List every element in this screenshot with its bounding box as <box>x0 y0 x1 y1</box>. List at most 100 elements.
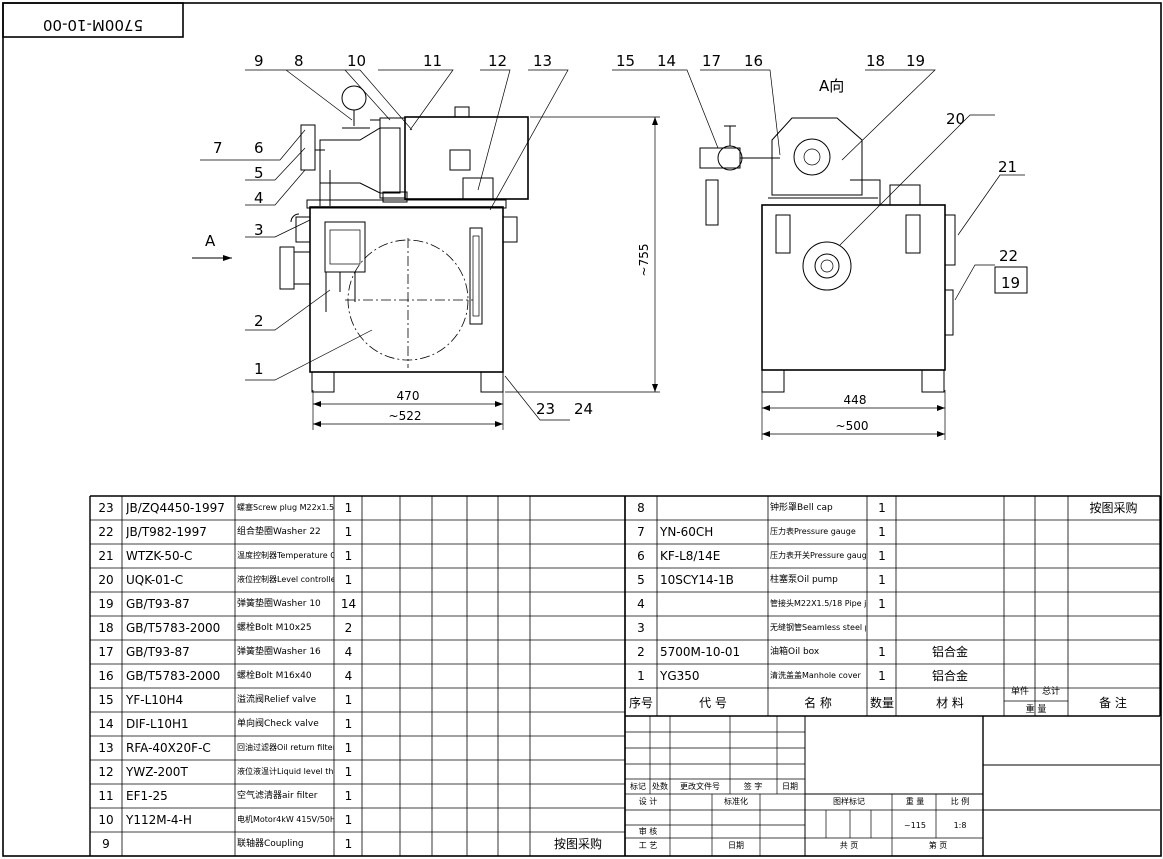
bom-row-note: 按图采购 <box>553 837 602 851</box>
bom-row-note <box>532 521 624 543</box>
bom-row-no: 3 <box>637 621 645 635</box>
bom-row-no: 20 <box>98 573 114 587</box>
bom-row-qty: 1 <box>344 717 353 731</box>
callout-8: 8 <box>294 52 304 70</box>
bom-row-note <box>532 737 624 759</box>
bom-row-name: 弹簧垫圈Washer 16 <box>237 646 321 657</box>
bom-row-code <box>126 833 234 855</box>
bom-row-qty: 1 <box>344 501 353 515</box>
dim-500: ~500 <box>836 419 869 433</box>
tb-weight: 重 量 <box>905 797 925 806</box>
bom-row-qty: 4 <box>344 669 353 683</box>
bom-row-name: 管接头M22X1.5/18 Pipe joint <box>770 599 866 608</box>
bom-row-code: 10SCY14-1B <box>660 573 734 587</box>
bom-row-code: GB/T93-87 <box>126 597 190 611</box>
bom-row-code <box>660 617 766 639</box>
bom-row-note <box>1069 617 1158 639</box>
bom-row-note <box>532 809 624 831</box>
bom-row-name: 螺塞Screw plug M22x1.5 <box>237 503 334 512</box>
tb-doc: 更改文件号 <box>680 782 720 791</box>
callout-23: 23 <box>536 400 555 418</box>
bom-row-name: 无缝钢管Seamless steel pipe <box>770 623 866 632</box>
bom-row-note <box>1069 641 1158 663</box>
bom-row-no: 16 <box>98 669 114 683</box>
bom-row-qty <box>868 617 896 639</box>
header-total: 总计 <box>1041 686 1060 697</box>
bom-row-material <box>400 593 430 615</box>
header-name: 名 称 <box>804 696 832 710</box>
bom-row-qty: 1 <box>344 837 353 851</box>
bom-row-name: 清洗盖盖Manhole cover <box>770 671 861 680</box>
bom-row-material <box>400 833 430 855</box>
bom-row-note <box>532 761 624 783</box>
bom-row-note <box>532 545 624 567</box>
bom-row-name: 螺栓Bolt M10x25 <box>237 622 312 633</box>
bom-row-name: 液位控制器Level controller <box>237 575 334 584</box>
bom-row-note <box>1069 521 1158 543</box>
bom-row-note <box>1069 593 1158 615</box>
tb-process: 工 艺 <box>638 841 658 850</box>
bom-row-code: DIF-L10H1 <box>126 717 189 731</box>
front-view: 470 ~522 ~755 A <box>192 69 660 430</box>
bom-row-no: 14 <box>98 717 114 731</box>
bom-row-material <box>400 809 430 831</box>
bom-row-qty: 1 <box>344 573 353 587</box>
bom-row-code: GB/T5783-2000 <box>126 669 221 683</box>
dim-755: ~755 <box>637 244 651 277</box>
bom-row-qty: 1 <box>344 765 353 779</box>
callout-24: 24 <box>574 400 593 418</box>
bom-row-note <box>1069 569 1158 591</box>
bom-row-note <box>532 665 624 687</box>
bom-row-note <box>532 641 624 663</box>
bom-row-code: EF1-25 <box>126 789 168 803</box>
bom-row-material: 铝合金 <box>931 669 968 683</box>
tb-mark: 标记 <box>630 782 646 791</box>
tb-date: 日期 <box>782 782 798 791</box>
bom-row-name: 钟形罩Bell cap <box>770 502 833 513</box>
tb-stage: 图样标记 <box>833 797 865 806</box>
bom-row-no: 1 <box>637 669 645 683</box>
callout-19b: 19 <box>1001 274 1020 292</box>
bom-row-code: UQK-01-C <box>126 573 184 587</box>
bom-row-qty: 1 <box>344 525 353 539</box>
bom-row-material <box>400 737 430 759</box>
bom-row-material <box>400 761 430 783</box>
dim-522: ~522 <box>389 409 422 423</box>
bom-row-material <box>400 545 430 567</box>
bom-row-no: 21 <box>98 549 114 563</box>
bom-row-qty: 1 <box>878 501 886 515</box>
bom-row-material <box>400 569 430 591</box>
bom-row-note <box>1069 545 1158 567</box>
header-code: 代 号 <box>699 696 727 710</box>
bom-row-note <box>1069 665 1158 687</box>
bom-row-no: 23 <box>98 501 114 515</box>
callout-13: 13 <box>533 52 552 70</box>
drawing-number-box <box>2 2 184 38</box>
tb-count: 处数 <box>652 782 668 791</box>
callout-6: 6 <box>254 139 264 157</box>
tb-scale-value: 1:8 <box>953 821 967 830</box>
bom-row-note <box>532 593 624 615</box>
bom-row-no: 11 <box>98 789 114 803</box>
bom-row-note <box>532 785 624 807</box>
bom-row-no: 22 <box>98 525 114 539</box>
bom-row-name: 联轴器Coupling <box>237 838 304 849</box>
bom-row-no: 8 <box>637 501 645 515</box>
header-qty: 数量 <box>869 696 894 710</box>
bom-row-material <box>400 689 430 711</box>
bom-row-qty: 1 <box>878 669 886 683</box>
bom-row-note <box>532 617 624 639</box>
header-note: 备 注 <box>1099 696 1127 710</box>
header-no: 序号 <box>628 696 653 710</box>
bom-row-material <box>400 785 430 807</box>
bom-row-qty: 1 <box>878 573 886 587</box>
bom-row-no: 9 <box>102 837 110 851</box>
header-material: 材 料 <box>936 696 964 710</box>
callout-21: 21 <box>998 158 1017 176</box>
bom-row-material <box>897 497 1003 519</box>
bom-row-qty: 1 <box>344 813 353 827</box>
tb-design: 设 计 <box>638 797 658 806</box>
bom-row-note <box>532 569 624 591</box>
callout-5: 5 <box>254 164 264 182</box>
header-weight: 重 量 <box>1025 704 1047 715</box>
